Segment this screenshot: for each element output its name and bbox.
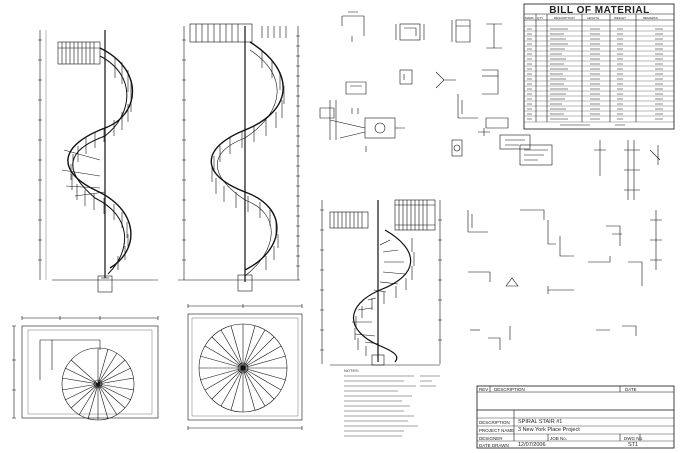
bill-of-material-table [523,3,675,130]
stair-plan-middle [187,304,303,430]
rev-date-label: DATE [625,386,637,392]
notes-label: NOTES: [344,368,359,373]
spiral-elevation-right [320,199,442,366]
job-number-label: JOB No. [550,435,568,441]
rev-description-label: DESCRIPTION [494,386,525,392]
bom-title: BILL OF MATERIAL [549,5,650,16]
stair-plan-left [12,316,159,421]
description-value: SPIRAL STAIR #1 [518,419,563,425]
handrail-section-detail [329,100,405,152]
bom-header-description: DESCRIPTION [554,16,575,20]
dwg-number-value: ST1 [628,441,639,448]
bom-header-length: LENGTH [587,16,600,20]
spiral-elevation-middle [178,23,300,292]
spiral-elevation-left [38,30,158,293]
designer-label: DESIGNER [479,435,503,441]
small-details [319,11,509,157]
bom-header-remarks: REMARKS [643,16,658,20]
title-block-frame [476,385,675,449]
project-label: PROJECT NAME [479,428,515,433]
bom-header-mark: MARK [525,16,534,20]
right-side-details [467,128,662,350]
bom-header-qty: QTY [537,16,544,20]
date-drawn-label: DATE DRAWN [479,442,509,448]
dwg-number-label: DWG No. [624,435,644,441]
bom-header-weight: WEIGHT [614,16,626,20]
description-label: DESCRIPTION [479,420,510,425]
date-drawn-value: 12/07/2006 [518,441,546,448]
general-notes [344,375,440,437]
project-value: 3 New York Place Project [518,427,580,433]
rev-label: REV [479,386,489,392]
